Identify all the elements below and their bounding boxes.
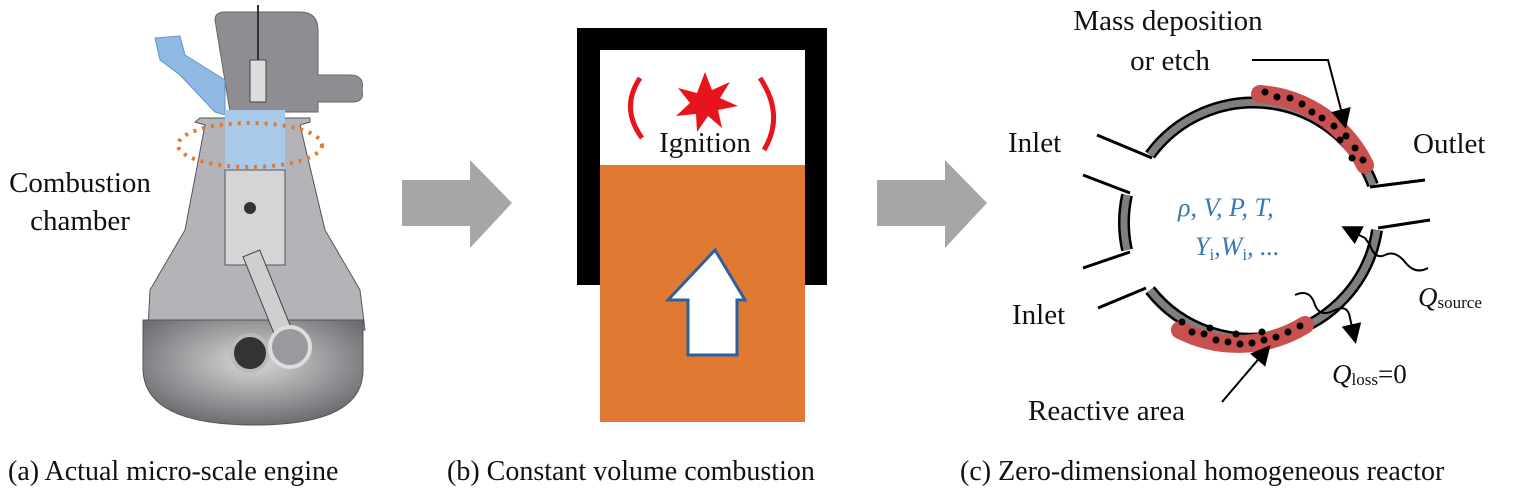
q-source-label: Qsource <box>1418 282 1482 312</box>
cylinder-head <box>214 11 363 113</box>
deposition-patch-top <box>1251 85 1374 174</box>
outlet-pipe-lower <box>1377 218 1431 230</box>
arrow-right-icon <box>402 160 512 248</box>
piston-pin <box>244 202 256 214</box>
crank-journal <box>230 333 270 373</box>
flame-arc-left <box>628 76 645 140</box>
reactive-area-label: Reactive area <box>1028 395 1185 427</box>
reactor-wall-top <box>1145 96 1379 188</box>
reactive-area-leader-arrow <box>1221 344 1271 403</box>
crank-pin <box>268 325 312 369</box>
inlet-bottom-pipe-lower <box>1097 286 1147 310</box>
deposition-leader-arrow <box>1252 59 1351 129</box>
q-loss-label: Qloss=0 <box>1332 359 1407 389</box>
mass-deposition-label-line2: or etch <box>1130 45 1210 77</box>
inlet-top-pipe-lower <box>1082 173 1131 195</box>
state-variables-line1: ρ, V, P, T, <box>1177 193 1274 222</box>
piston <box>224 169 286 266</box>
chamber-highlight-ellipse <box>176 121 324 169</box>
inlet-bottom-label: Inlet <box>1012 299 1065 331</box>
combustion-chamber <box>225 110 285 170</box>
reactor-diagram <box>1082 59 1431 403</box>
heat-loss-squiggle-arrow <box>1294 292 1362 344</box>
heat-source-squiggle-arrow <box>1341 226 1429 272</box>
spark-plug <box>249 59 267 103</box>
flame-arc-right <box>757 76 776 152</box>
deposit-particles <box>1178 88 1367 348</box>
inlet-bottom-pipe-upper <box>1082 250 1131 270</box>
combustion-chamber-label-line1: Combustion <box>9 167 151 199</box>
combustion-chamber-label-line2: chamber <box>30 205 130 237</box>
caption-a: (a) Actual micro-scale engine <box>8 456 338 487</box>
constant-volume-vessel <box>577 28 827 422</box>
arrow-right-icon <box>877 160 987 248</box>
intake-port <box>154 35 226 116</box>
caption-b: (b) Constant volume combustion <box>447 456 815 487</box>
inlet-top-label: Inlet <box>1008 127 1061 159</box>
engine-illustration <box>142 5 366 426</box>
outlet-label: Outlet <box>1413 128 1486 160</box>
outlet-pipe-upper <box>1369 178 1426 189</box>
mass-deposition-label-line1: Mass deposition <box>1073 5 1263 37</box>
caption-c: (c) Zero-dimensional homogeneous reactor <box>960 456 1445 487</box>
arrow-up-icon <box>664 247 748 357</box>
state-variables-line2: Yi,Wi, ... <box>1195 232 1280 264</box>
spark-star-icon <box>676 72 738 132</box>
inlet-top-pipe-upper <box>1096 133 1153 160</box>
ignition-label: Ignition <box>659 127 751 159</box>
